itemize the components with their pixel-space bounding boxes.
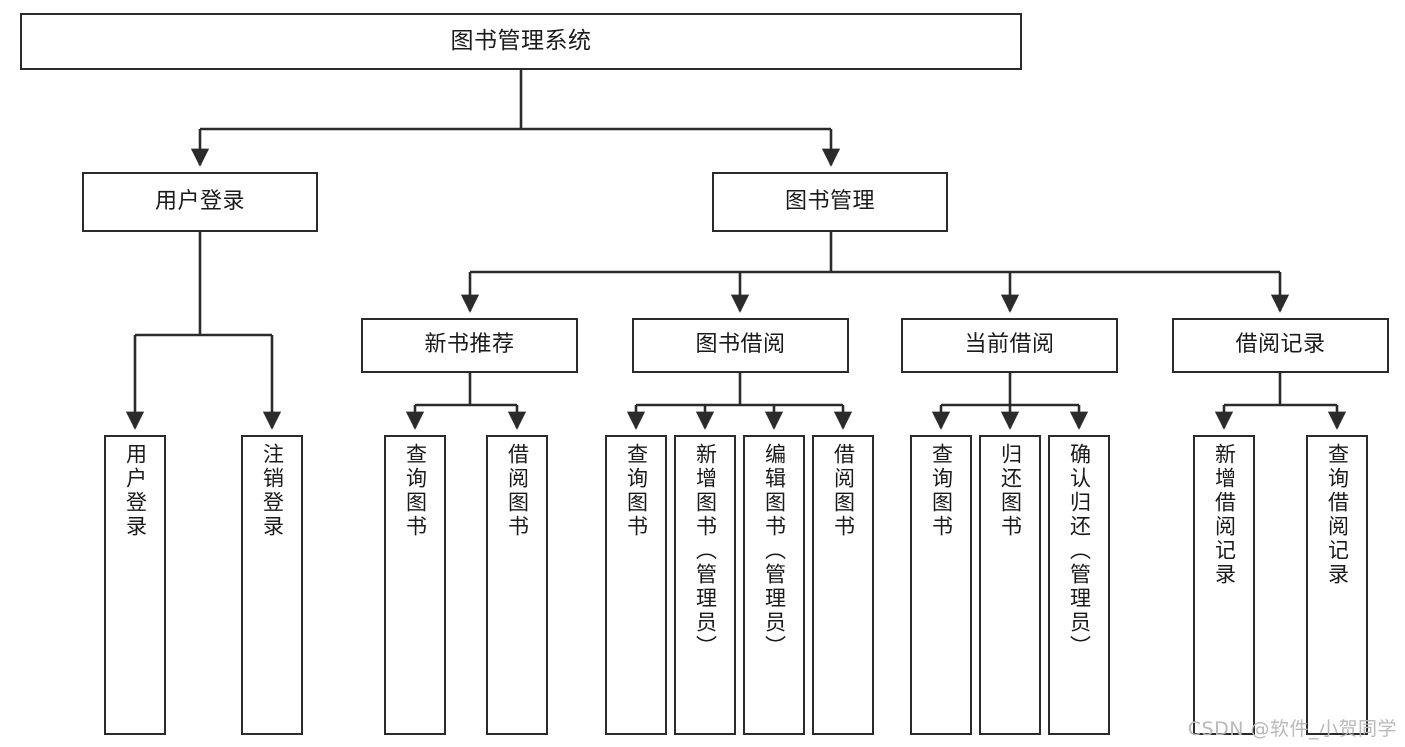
csdn-watermark: CSDN @软件_小贺同学 (1187, 718, 1397, 740)
node-book-borrow[interactable]: 图书借阅 (632, 318, 849, 373)
node-book-manage[interactable]: 图书管理 (712, 172, 948, 232)
leaf-label: 借阅图书 (505, 443, 530, 539)
node-root-system[interactable]: 图书管理系统 (20, 13, 1022, 70)
leaf-label: 借阅图书 (831, 443, 856, 539)
leaf-confirm-return[interactable]: 确认归还（管理员） (1048, 435, 1110, 735)
leaf-label: 归还图书 (998, 443, 1023, 539)
leaf-user-login[interactable]: 用户登录 (104, 435, 166, 735)
node-borrow-record[interactable]: 借阅记录 (1172, 318, 1389, 373)
leaf-edit-book[interactable]: 编辑图书（管理员） (743, 435, 805, 735)
leaf-borrow-book-2[interactable]: 借阅图书 (812, 435, 874, 735)
leaf-add-record[interactable]: 新增借阅记录 (1193, 435, 1255, 735)
leaf-logout-login[interactable]: 注销登录 (241, 435, 303, 735)
leaf-label: 注销登录 (260, 443, 285, 539)
node-new-book-recommend[interactable]: 新书推荐 (361, 318, 578, 373)
leaf-label: 查询图书 (929, 443, 954, 539)
leaf-label: 查询图书 (624, 443, 649, 539)
leaf-label: 查询借阅记录 (1325, 443, 1350, 587)
leaf-query-record[interactable]: 查询借阅记录 (1306, 435, 1368, 735)
node-current-borrow[interactable]: 当前借阅 (901, 318, 1118, 373)
leaf-add-book[interactable]: 新增图书（管理员） (674, 435, 736, 735)
leaf-borrow-book-1[interactable]: 借阅图书 (486, 435, 548, 735)
leaf-label: 查询图书 (403, 443, 428, 539)
leaf-query-book-3[interactable]: 查询图书 (910, 435, 972, 735)
leaf-label: 确认归还（管理员） (1067, 443, 1092, 659)
node-user-login[interactable]: 用户登录 (82, 172, 318, 232)
leaf-label: 新增图书（管理员） (693, 443, 718, 659)
leaf-return-book[interactable]: 归还图书 (979, 435, 1041, 735)
leaf-query-book-1[interactable]: 查询图书 (384, 435, 446, 735)
leaf-label: 编辑图书（管理员） (762, 443, 787, 659)
leaf-query-book-2[interactable]: 查询图书 (605, 435, 667, 735)
leaf-label: 用户登录 (123, 443, 148, 539)
leaf-label: 新增借阅记录 (1212, 443, 1237, 587)
